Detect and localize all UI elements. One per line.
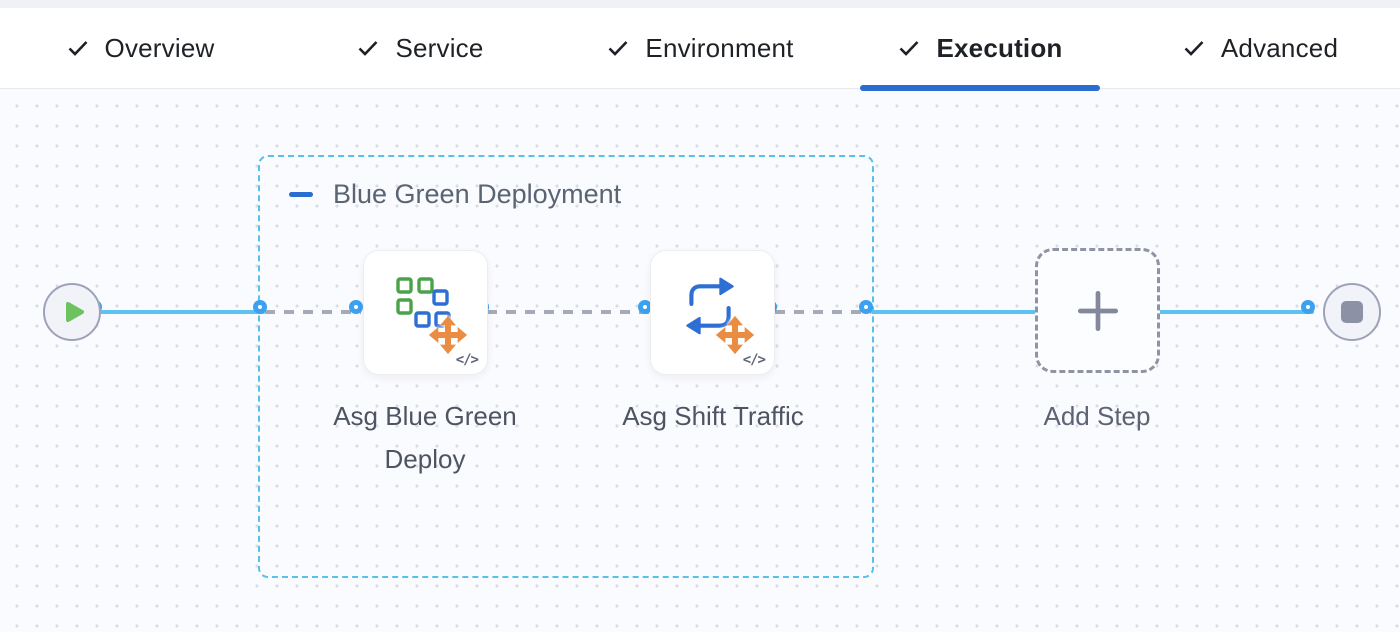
flow-dashed-group-to-step1: [265, 310, 361, 314]
check-icon: [900, 41, 919, 56]
tab-label: Environment: [645, 32, 794, 63]
tab-service[interactable]: Service: [280, 8, 560, 88]
stop-icon: [1341, 301, 1363, 323]
step-label-line: Asg Blue Green: [333, 401, 517, 431]
step-label-asg-blue-green-deploy: Asg Blue Green Deploy: [315, 395, 535, 481]
check-icon: [359, 41, 378, 56]
check-icon: [1184, 41, 1204, 56]
active-tab-underline: [860, 85, 1100, 91]
flow-line-group-to-addstep: [871, 310, 1036, 314]
connector-port[interactable]: [349, 300, 363, 314]
tab-label: Advanced: [1220, 32, 1339, 63]
add-step-button[interactable]: [1035, 248, 1160, 373]
play-icon: [65, 302, 84, 322]
asg-blue-green-deploy-icon: [396, 277, 451, 328]
pipeline-end-node: [1323, 283, 1381, 341]
shift-traffic-icon: [686, 277, 734, 335]
group-header: Blue Green Deployment: [288, 179, 621, 210]
move-arrows-icon: [428, 315, 468, 355]
connector-port[interactable]: [638, 300, 652, 314]
stage-tabbar: Overview Service Environment Execution A…: [0, 8, 1400, 91]
collapse-group-button[interactable]: [288, 182, 314, 208]
pipeline-canvas[interactable]: Blue Green Deployment: [0, 89, 1400, 632]
plus-icon: [1077, 290, 1118, 331]
step-group-blue-green-deployment: Blue Green Deployment: [258, 155, 874, 578]
tab-overview[interactable]: Overview: [0, 8, 280, 88]
step-asg-blue-green-deploy[interactable]: </>: [363, 250, 488, 375]
tab-label: Execution: [936, 32, 1063, 63]
flow-line-start-to-group: [100, 310, 265, 314]
connector-port[interactable]: [253, 300, 267, 314]
tab-label: Service: [395, 32, 484, 63]
tab-environment[interactable]: Environment: [560, 8, 840, 88]
code-icon: </>: [742, 352, 766, 368]
code-icon: </>: [455, 352, 479, 368]
step-label-line: Asg Shift Traffic: [622, 401, 804, 431]
tab-advanced[interactable]: Advanced: [1120, 8, 1400, 88]
top-strip: [0, 0, 1400, 8]
connector-port[interactable]: [1301, 300, 1315, 314]
group-label: Blue Green Deployment: [333, 179, 622, 209]
tab-execution[interactable]: Execution: [840, 8, 1120, 91]
flow-dashed-step2-to-group-exit: [775, 310, 871, 314]
check-icon: [608, 41, 628, 56]
flow-line-addstep-to-end: [1159, 310, 1314, 314]
connector-port[interactable]: [859, 300, 873, 314]
step-label-asg-shift-traffic: Asg Shift Traffic: [603, 395, 823, 438]
tab-label: Overview: [104, 32, 215, 63]
pipeline-start-node: [43, 283, 101, 341]
check-icon: [68, 41, 87, 56]
minus-icon: [289, 192, 313, 197]
add-step-label: Add Step: [1043, 401, 1151, 431]
step-asg-shift-traffic[interactable]: </>: [650, 250, 775, 375]
flow-dashed-step1-to-step2: [487, 310, 650, 314]
step-label-line: Deploy: [384, 444, 466, 474]
move-arrows-icon: [715, 315, 755, 355]
